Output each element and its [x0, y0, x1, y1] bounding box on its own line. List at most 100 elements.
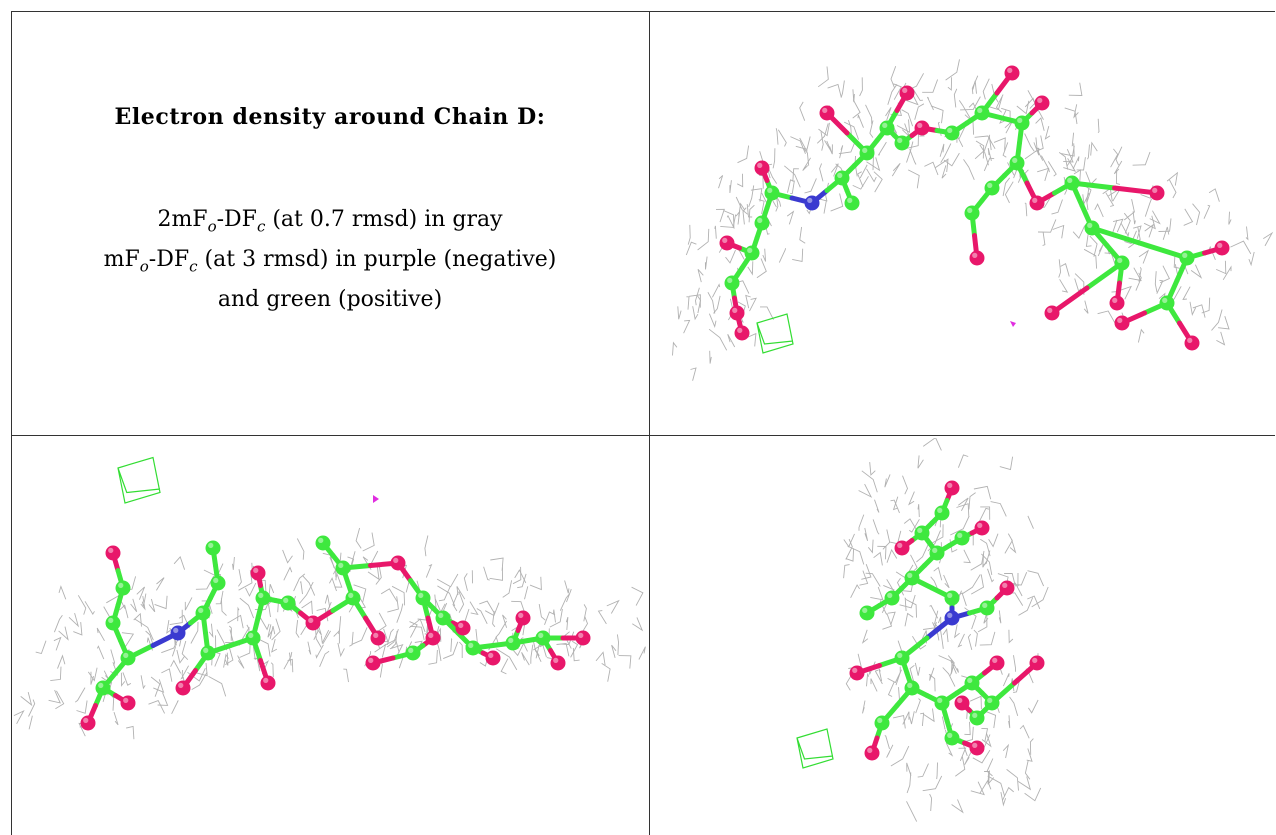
carbon-atom: [894, 135, 910, 151]
carbon-atom-highlight: [338, 562, 344, 568]
carbon-atom-highlight: [982, 602, 988, 608]
carbon-atom-highlight: [847, 197, 853, 203]
carbon-atom-highlight: [1182, 252, 1188, 258]
oxygen-atom: [105, 545, 121, 561]
carbon-atom-highlight: [508, 637, 514, 643]
caption-line-2fofc: 2mFo-DFc (at 0.7 rmsd) in gray: [157, 207, 503, 236]
oxygen-atom: [1149, 185, 1165, 201]
carbon-atom: [859, 145, 875, 161]
carbon-atom: [345, 590, 361, 606]
oxygen-atom: [1184, 335, 1200, 351]
carbon-atom: [335, 560, 351, 576]
oxygen-atom-highlight: [458, 622, 464, 628]
oxygen-atom-highlight: [1032, 197, 1038, 203]
oxygen-atom-highlight: [957, 697, 963, 703]
oxygen-atom: [864, 745, 880, 761]
carbon-atom-highlight: [538, 632, 544, 638]
oxygen-atom: [969, 250, 985, 266]
carbon-atom-highlight: [1087, 222, 1093, 228]
oxygen-atom: [120, 695, 136, 711]
carbon-atom-highlight: [877, 717, 883, 723]
oxygen-atom-highlight: [1047, 307, 1053, 313]
carbon-atom: [200, 645, 216, 661]
oxygen-atom-highlight: [578, 632, 584, 638]
nitrogen-atom-highlight: [173, 627, 179, 633]
carbon-atom-highlight: [897, 137, 903, 143]
oxygen-atom-highlight: [1187, 337, 1193, 343]
carbon-atom: [535, 630, 551, 646]
carbon-atom: [280, 595, 296, 611]
oxygen-atom: [1109, 295, 1125, 311]
oxygen-atom-highlight: [902, 87, 908, 93]
oxygen-atom: [305, 615, 321, 631]
carbon-atom: [1159, 295, 1175, 311]
carbon-atom: [969, 710, 985, 726]
nitrogen-atom-highlight: [947, 612, 953, 618]
carbon-atom-highlight: [907, 682, 913, 688]
oxygen-atom-highlight: [253, 567, 259, 573]
carbon-atom-highlight: [987, 182, 993, 188]
carbon-atom-highlight: [747, 247, 753, 253]
carbon-atom: [874, 715, 890, 731]
table-border-top: [11, 11, 1275, 12]
carbon-atom: [1014, 115, 1030, 131]
oxygen-atom-highlight: [867, 747, 873, 753]
carbon-atom: [979, 600, 995, 616]
nitrogen-atom: [170, 625, 186, 641]
oxygen-atom-highlight: [992, 657, 998, 663]
oxygen-atom: [260, 675, 276, 691]
oxygen-atom: [80, 715, 96, 731]
carbon-atom: [210, 575, 226, 591]
oxygen-atom-highlight: [263, 677, 269, 683]
carbon-atom-highlight: [258, 592, 264, 598]
carbon-atom-highlight: [947, 127, 953, 133]
carbon-atom: [964, 205, 980, 221]
negative-density-blob: [373, 495, 379, 503]
oxygen-atom: [899, 85, 915, 101]
oxygen-atom-highlight: [1032, 657, 1038, 663]
density-view-bottom-left: [13, 438, 648, 835]
carbon-atom-highlight: [977, 107, 983, 113]
table-border-left: [11, 11, 12, 835]
carbon-atom: [974, 105, 990, 121]
density-mesh: [843, 438, 1049, 822]
oxygen-atom-highlight: [977, 522, 983, 528]
oxygen-atom-highlight: [428, 632, 434, 638]
oxygen-atom: [575, 630, 591, 646]
carbon-atom-highlight: [882, 122, 888, 128]
oxygen-atom: [754, 160, 770, 176]
caption-cell: Electron density around Chain D: 2mFo-DF…: [12, 12, 648, 435]
carbon-atom-highlight: [438, 612, 444, 618]
oxygen-atom-highlight: [917, 122, 923, 128]
oxygen-atom-highlight: [178, 682, 184, 688]
oxygen-atom-highlight: [1152, 187, 1158, 193]
carbon-atom: [929, 545, 945, 561]
carbon-atom-highlight: [907, 572, 913, 578]
oxygen-atom-highlight: [553, 657, 559, 663]
oxygen-atom: [175, 680, 191, 696]
oxygen-atom: [969, 740, 985, 756]
oxygen-atom: [719, 235, 735, 251]
oxygen-atom: [485, 650, 501, 666]
oxygen-atom: [999, 580, 1015, 596]
carbon-atom: [1179, 250, 1195, 266]
oxygen-atom: [954, 695, 970, 711]
carbon-atom: [954, 530, 970, 546]
carbon-atom-highlight: [987, 697, 993, 703]
carbon-atom: [834, 170, 850, 186]
chain-d-bond: [1089, 225, 1142, 246]
oxygen-atom: [370, 630, 386, 646]
carbon-atom: [984, 695, 1000, 711]
carbon-atom-highlight: [318, 537, 324, 543]
carbon-atom-highlight: [198, 607, 204, 613]
oxygen-atom-highlight: [757, 162, 763, 168]
carbon-atom: [764, 185, 780, 201]
oxygen-atom: [365, 655, 381, 671]
carbon-atom-highlight: [727, 277, 733, 283]
carbon-atom-highlight: [917, 527, 923, 533]
carbon-atom-highlight: [862, 607, 868, 613]
carbon-atom-highlight: [348, 592, 354, 598]
nitrogen-atom: [944, 610, 960, 626]
negative-density-blob: [1010, 321, 1016, 327]
molecule-view-3: [796, 438, 1049, 822]
